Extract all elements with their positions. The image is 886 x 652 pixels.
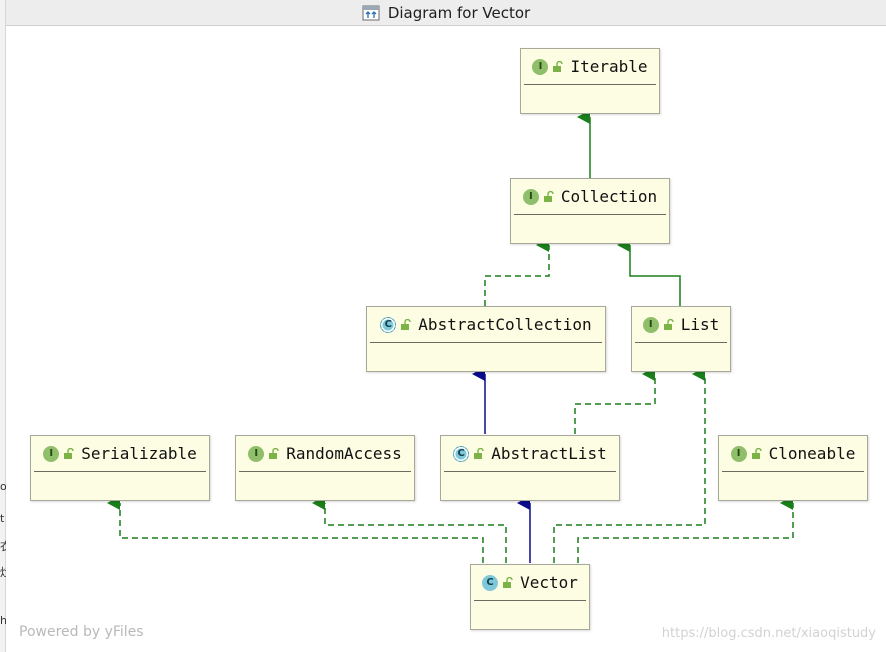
interface-icon: I — [43, 445, 60, 462]
node-random-access[interactable]: I RandomAccess — [235, 435, 415, 501]
interface-icon: I — [532, 58, 549, 75]
edge-vector-list — [553, 367, 706, 563]
node-name: RandomAccess — [286, 444, 402, 463]
node-cloneable[interactable]: I Cloneable — [718, 435, 868, 501]
node-name: AbstractList — [491, 444, 607, 463]
public-lock-icon — [543, 190, 554, 202]
edge-vector-randomaccess — [312, 496, 507, 563]
interface-icon: I — [248, 445, 265, 462]
node-name: List — [680, 315, 720, 334]
edge-list-collection — [617, 238, 681, 306]
public-lock-icon — [474, 447, 484, 459]
public-lock-icon — [269, 447, 279, 459]
interface-icon: I — [730, 445, 747, 462]
window-title: Diagram for Vector — [387, 3, 531, 22]
public-lock-icon — [401, 318, 411, 330]
node-serializable[interactable]: I Serializable — [30, 435, 210, 501]
node-name: Collection — [560, 187, 658, 206]
edge-vector-cloneable — [577, 496, 794, 563]
node-name: Serializable — [81, 444, 197, 463]
left-edge-glyph: 灶 — [0, 566, 6, 579]
abstract-class-icon: C — [380, 316, 397, 333]
interface-icon: I — [642, 316, 659, 333]
node-name: Vector — [520, 573, 578, 592]
abstract-class-icon: C — [453, 445, 470, 462]
left-edge-glyph: of — [0, 480, 6, 493]
left-edge-glyph: 衣 — [0, 540, 6, 553]
window-titlebar[interactable]: Diagram for Vector — [6, 0, 886, 26]
edge-abstractlist-list — [574, 367, 656, 434]
diagram-icon — [362, 5, 380, 21]
left-edge-glyph: h — [0, 614, 6, 627]
public-lock-icon — [553, 60, 564, 72]
left-panel-edge: of t 衣 灶 h — [0, 0, 6, 652]
public-lock-icon — [751, 447, 762, 459]
node-name: Cloneable — [768, 444, 856, 463]
node-iterable[interactable]: I Iterable — [520, 48, 660, 114]
interface-icon: I — [522, 188, 539, 205]
public-lock-icon — [503, 576, 513, 588]
node-vector[interactable]: C Vector — [470, 564, 590, 630]
node-list[interactable]: I List — [631, 306, 731, 372]
powered-by-label: Powered by yFiles — [19, 624, 144, 640]
watermark-text: https://blog.csdn.net/xiaoqistudy — [661, 626, 876, 641]
node-collection[interactable]: I Collection — [510, 178, 670, 244]
public-lock-icon — [663, 318, 674, 330]
node-abstract-list[interactable]: C AbstractList — [440, 435, 620, 501]
left-edge-glyph: t — [0, 512, 5, 525]
edge-vector-serializable — [107, 496, 484, 563]
class-icon: C — [482, 574, 499, 591]
node-name: Iterable — [570, 57, 648, 76]
edge-abstractcollection-collection — [484, 238, 550, 306]
node-abstract-collection[interactable]: C AbstractCollection — [366, 306, 606, 372]
node-name: AbstractCollection — [418, 315, 592, 334]
public-lock-icon — [64, 447, 74, 459]
